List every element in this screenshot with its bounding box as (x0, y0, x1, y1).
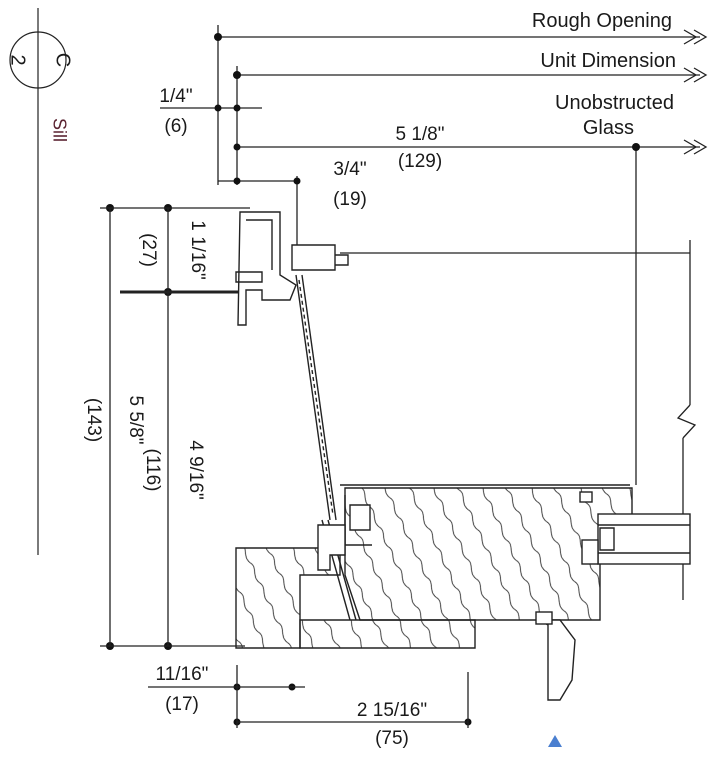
dim-glass-in: 5 1/8" (395, 124, 444, 145)
sill-profile (235, 211, 691, 701)
dim-overall-in: 5 5/8" (125, 395, 146, 444)
dim-offset-in: 11/16" (156, 664, 209, 685)
callout-unit-dimension: Unit Dimension (540, 50, 676, 72)
dim-glass-mm: (129) (398, 151, 442, 172)
dim-sill-height-mm: (116) (142, 449, 163, 492)
dim-nosing-in: 2 15/16" (357, 700, 427, 721)
section-marker: C 2 Sill (7, 8, 74, 555)
callout-unobstructed: Unobstructed (555, 92, 674, 114)
dim-offset-mm: (17) (165, 694, 199, 715)
dim-three-quarter-in: 3/4" (333, 159, 366, 180)
callout-glass: Glass (583, 117, 634, 139)
callout-rough-opening: Rough Opening (532, 10, 672, 32)
dim-sill-top-in: 1 1/16" (187, 220, 208, 280)
section-marker-top: C (52, 53, 74, 67)
dim-sill-height-in: 4 9/16" (185, 440, 206, 500)
section-label: Sill (49, 118, 69, 142)
up-triangle-icon (548, 735, 562, 747)
dim-quarter-in: 1/4" (159, 86, 192, 107)
dim-nosing-mm: (75) (375, 728, 409, 749)
dim-quarter-mm: (6) (164, 116, 187, 137)
dim-overall-mm: (143) (83, 398, 104, 442)
callout-lines (160, 25, 708, 600)
bottom-dimension-lines (148, 665, 469, 728)
dim-sill-top-mm: (27) (138, 233, 159, 267)
vertical-dimension-lines (100, 207, 250, 647)
section-marker-bottom: 2 (7, 54, 29, 65)
dim-three-quarter-mm: (19) (333, 189, 367, 210)
